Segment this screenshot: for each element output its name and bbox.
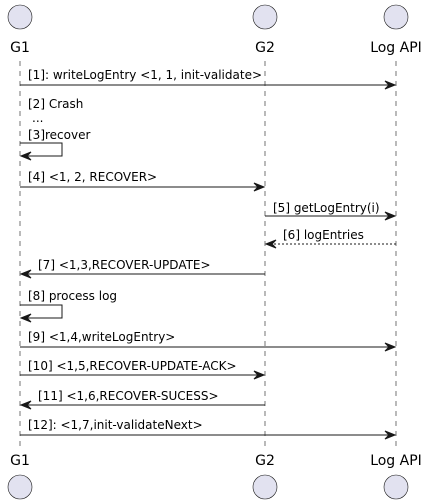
message-6: [5] getLogEntry(i) bbox=[265, 201, 397, 221]
message-3-label: ... bbox=[32, 111, 43, 125]
message-7-label: [6] logEntries bbox=[283, 228, 364, 242]
actor-logapi-top-label: Log API bbox=[370, 40, 422, 56]
message-12-arrowhead bbox=[19, 400, 32, 410]
message-7: [6] logEntries bbox=[264, 228, 396, 249]
message-5: [4] <1, 2, RECOVER> bbox=[20, 170, 266, 192]
actor-g2-top-label: G2 bbox=[255, 40, 275, 56]
actor-logapi-top-head bbox=[383, 4, 409, 30]
message-5-label: [4] <1, 2, RECOVER> bbox=[28, 170, 157, 184]
message-8: [7] <1,3,RECOVER-UPDATE> bbox=[19, 258, 265, 279]
message-2-label: [2] Crash bbox=[28, 97, 83, 111]
message-2: [2] Crash bbox=[28, 97, 83, 111]
message-4: [3]recover bbox=[19, 128, 90, 161]
message-13: [12]: <1,7,init-validateNext> bbox=[20, 418, 397, 440]
message-8-label: [7] <1,3,RECOVER-UPDATE> bbox=[38, 258, 211, 272]
message-8-arrowhead bbox=[19, 269, 32, 279]
message-4-label: [3]recover bbox=[28, 128, 90, 142]
actor-g1-bottom-head bbox=[7, 474, 33, 500]
message-9: [8] process log bbox=[19, 289, 117, 323]
message-7-arrowhead bbox=[264, 239, 277, 249]
actor-g2-bottom-label: G2 bbox=[255, 453, 275, 469]
message-12: [11] <1,6,RECOVER-SUCESS> bbox=[19, 389, 265, 410]
message-10: [9] <1,4,writeLogEntry> bbox=[20, 330, 397, 352]
message-1-arrowhead bbox=[384, 80, 397, 90]
message-13-arrowhead bbox=[384, 430, 397, 440]
message-3: ... bbox=[32, 111, 43, 125]
message-10-arrowhead bbox=[384, 342, 397, 352]
message-11-arrowhead bbox=[253, 370, 266, 380]
actor-g2-top-head bbox=[252, 4, 278, 30]
message-9-arrowhead bbox=[19, 313, 32, 323]
message-10-label: [9] <1,4,writeLogEntry> bbox=[28, 330, 175, 344]
message-6-label: [5] getLogEntry(i) bbox=[273, 201, 380, 215]
message-13-label: [12]: <1,7,init-validateNext> bbox=[28, 418, 203, 432]
message-11-label: [10] <1,5,RECOVER-UPDATE-ACK> bbox=[28, 359, 237, 373]
message-9-label: [8] process log bbox=[28, 289, 117, 303]
message-6-arrowhead bbox=[384, 211, 397, 221]
message-1-label: [1]: writeLogEntry <1, 1, init-validate> bbox=[28, 68, 262, 82]
actor-g1-top-head bbox=[7, 4, 33, 30]
message-1: [1]: writeLogEntry <1, 1, init-validate> bbox=[20, 68, 397, 90]
message-5-arrowhead bbox=[253, 182, 266, 192]
actor-logapi-bottom-label: Log API bbox=[370, 453, 422, 469]
actor-g1-bottom-label: G1 bbox=[10, 453, 30, 469]
message-9-line bbox=[20, 304, 63, 319]
message-11: [10] <1,5,RECOVER-UPDATE-ACK> bbox=[20, 359, 266, 380]
actor-g2-bottom-head bbox=[252, 474, 278, 500]
message-4-line bbox=[20, 142, 63, 157]
actor-g1-top-label: G1 bbox=[10, 40, 30, 56]
message-4-arrowhead bbox=[19, 151, 32, 161]
actor-logapi-bottom-head bbox=[383, 474, 409, 500]
message-12-label: [11] <1,6,RECOVER-SUCESS> bbox=[38, 389, 219, 403]
